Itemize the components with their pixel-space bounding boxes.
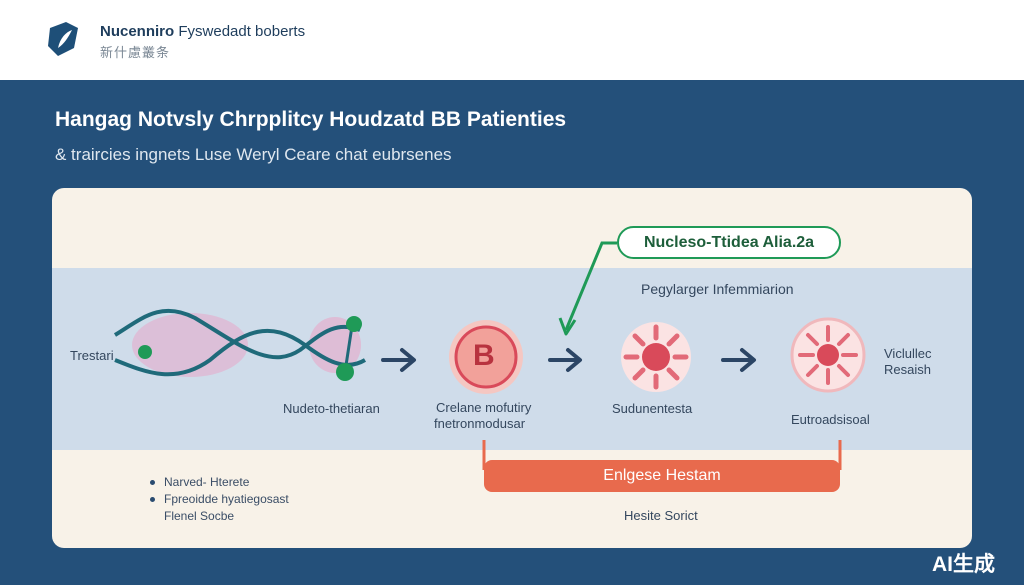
brand-name-cn: 新什慮叢条 (100, 45, 171, 60)
brand-name-rest: Fyswedadt boberts (174, 23, 306, 40)
brand-name: Nucenniro Fyswedadt boberts (100, 23, 305, 40)
stage-4-right-label-line1: Viclullec (884, 346, 932, 361)
band-label: Pegylarger Infemmiarion (641, 281, 794, 297)
stage-2-caption-line1: Crelane mofutiry (436, 400, 532, 415)
stage-3-caption: Sudunentesta (612, 401, 693, 416)
ai-generated-watermark: AI生成 (932, 553, 995, 576)
page-title: Hangag Notvsly Chrpplitcy Houdzatd BB Pa… (55, 108, 567, 131)
list-item: Fpreoidde hyatiegosast (150, 492, 289, 509)
stage-1-caption: Nudeto-thetiaran (283, 401, 380, 416)
stage-2-caption-line2: fnetronmodusar (434, 416, 526, 431)
top-header-bar: Nucenniro Fyswedadt boberts 新什慮叢条 (0, 0, 1024, 80)
stage-1-left-label: Trestari (70, 348, 114, 363)
callout-label: Nucleso-Ttidea Alia.2a (617, 226, 841, 259)
b-cell-badge: B (473, 339, 495, 372)
leaf-logo-icon (48, 22, 78, 56)
bracket-caption: Hesite Sorict (624, 508, 698, 523)
stage-4-caption: Eutroadsisoal (791, 412, 870, 427)
bullet-list: Narved- Hterete Fpreoidde hyatiegosast F… (150, 475, 289, 526)
bracket-label: Enlgese Hestam (484, 460, 840, 492)
list-item: Narved- Hterete (150, 475, 289, 492)
brand-name-bold: Nucenniro (100, 23, 175, 40)
page-subtitle: & traircies ingnets Luse Weryl Ceare cha… (55, 145, 452, 164)
list-item: Flenel Socbe (164, 509, 235, 523)
stage-4-right-label-line2: Resaish (884, 362, 931, 377)
